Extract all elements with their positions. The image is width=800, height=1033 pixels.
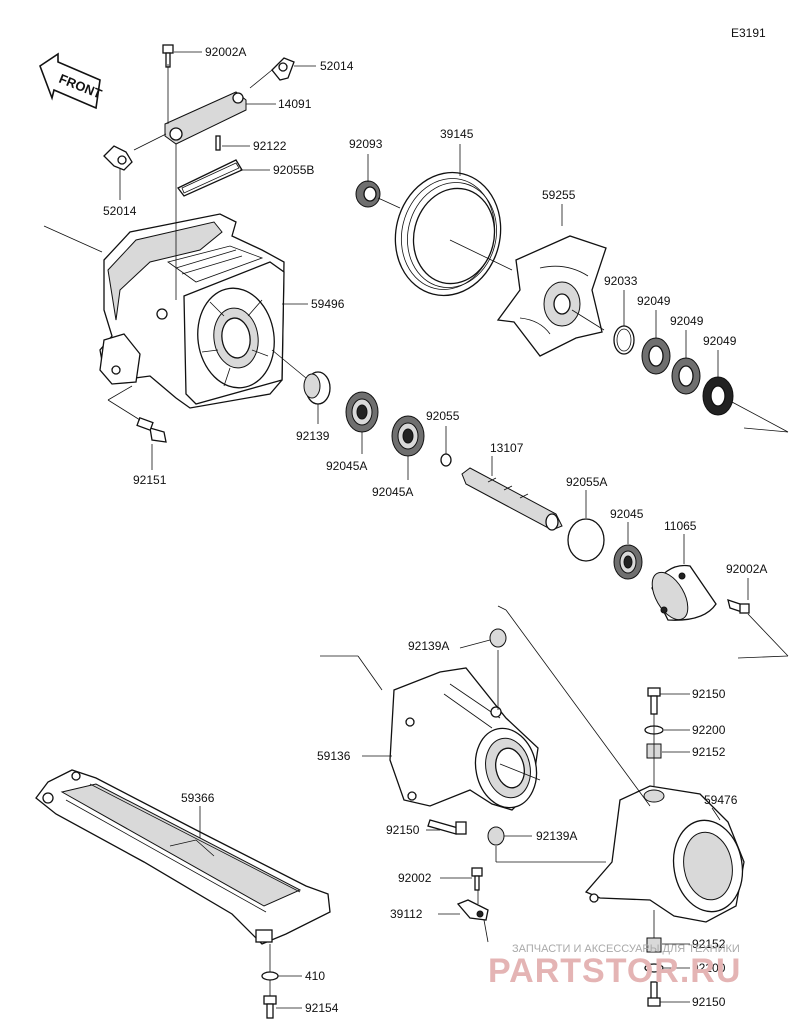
callout-92154: 92154: [305, 1001, 339, 1015]
bolt-92002-icon: [471, 867, 483, 891]
pump-housing: [99, 213, 285, 409]
callout-11065: 11065: [664, 519, 697, 533]
bearing-92045A-b-icon: [391, 415, 425, 457]
watermark-logo: PARTSTOR.RU: [488, 952, 741, 990]
callout-92055A: 92055A: [566, 475, 607, 489]
callout-92139A-top: 92139A: [408, 639, 449, 653]
manifold-body-icon: [164, 91, 247, 145]
diagram-id: E3191: [731, 26, 766, 40]
callout-92002: 92002: [398, 871, 432, 885]
callout-92049-a: 92049: [637, 294, 671, 308]
callout-39112: 39112: [390, 907, 423, 921]
pin-icon: [215, 135, 221, 151]
oring-92055-icon: [440, 453, 452, 467]
front-arrow-icon: FRONT: [39, 52, 104, 110]
manifold-group: [103, 44, 295, 197]
callout-59366: 59366: [181, 791, 215, 805]
callout-92055: 92055: [426, 409, 460, 423]
nozzle-59136: [389, 667, 539, 811]
callout-92122: 92122: [253, 139, 287, 153]
seal-92049-b-icon: [671, 357, 701, 395]
callout-59496: 59496: [311, 297, 345, 311]
callout-14091: 14091: [278, 97, 312, 111]
bolt-92150-bottom-icon: [647, 981, 661, 1007]
bolt-head-icon: [162, 44, 174, 54]
ride-plate-59366: [35, 769, 331, 945]
callout-59255: 59255: [542, 188, 576, 202]
bolt-92002A-right-icon: [727, 599, 750, 614]
callout-92002A-right: 92002A: [726, 562, 767, 576]
callout-labels: 92002A 52014 14091 92122 92055B 52014 59…: [103, 45, 767, 1015]
axis-lines: [43, 64, 789, 996]
callout-92200-bottom: 92200: [692, 961, 726, 975]
callout-92049-c: 92049: [703, 334, 737, 348]
lever-39112-icon: [456, 899, 489, 921]
liner-39145-icon: [394, 171, 502, 297]
bolt-92150-right-top-icon: [647, 687, 661, 715]
callout-92139A-bottom: 92139A: [536, 829, 577, 843]
callout-92150-bottom: 92150: [692, 995, 726, 1009]
callout-52014-left: 52014: [103, 204, 137, 218]
oring-92055A-icon: [567, 518, 605, 562]
circlip-92033-icon: [613, 325, 635, 355]
callout-410: 410: [305, 969, 325, 983]
callout-92002A-top: 92002A: [205, 45, 246, 59]
callout-92093: 92093: [349, 137, 383, 151]
washer-410-icon: [261, 971, 279, 981]
bolt-92150-mid-icon: [427, 819, 467, 835]
callout-92151: 92151: [133, 473, 167, 487]
callout-92049-b: 92049: [670, 314, 704, 328]
leader-lines: [119, 51, 749, 1009]
callout-92200-top: 92200: [692, 723, 726, 737]
seal-92093-icon: [355, 180, 381, 208]
callout-59136: 59136: [317, 749, 351, 763]
bearing-92045-icon: [613, 544, 643, 580]
callout-52014-top: 52014: [320, 59, 354, 73]
shaft-13107-icon: [461, 467, 563, 531]
bearing-92045A-a-icon: [345, 391, 379, 433]
watermark-line1: ЗАПЧАСТИ И АКСЕССУАРЫ ДЛЯ ТЕХНИКИ: [512, 943, 740, 955]
callout-92139: 92139: [296, 429, 330, 443]
callout-13107: 13107: [490, 441, 524, 455]
callout-92152-bottom: 92152: [692, 937, 726, 951]
cap-11065-icon: [651, 564, 717, 621]
bolt-92154-icon: [263, 995, 277, 1019]
callout-92033: 92033: [604, 274, 638, 288]
washer-92200-bottom-icon: [644, 963, 664, 973]
callout-92150-right-top: 92150: [692, 687, 726, 701]
seal-92049-a-icon: [641, 337, 671, 375]
collar-92139A-top-icon: [489, 628, 507, 648]
callout-92045A-a: 92045A: [326, 459, 367, 473]
callout-92152-top: 92152: [692, 745, 726, 759]
seal-92049-c-icon: [702, 376, 734, 416]
watermark: ЗАПЧАСТИ И АКСЕССУАРЫ ДЛЯ ТЕХНИКИ PARTST…: [488, 943, 741, 990]
callout-92150-mid: 92150: [386, 823, 420, 837]
callout-92045: 92045: [610, 507, 644, 521]
bolt-92151-icon: [136, 417, 167, 443]
callout-92055B: 92055B: [273, 163, 314, 177]
gasket-icon: [177, 159, 243, 197]
callout-39145: 39145: [440, 127, 474, 141]
collar-92139A-bottom-icon: [487, 826, 505, 846]
callout-59476: 59476: [704, 793, 738, 807]
steering-nozzle-59476: [584, 785, 745, 923]
bushing-92139-icon: [303, 371, 331, 405]
callout-92045A-b: 92045A: [372, 485, 413, 499]
impeller-59255-icon: [496, 235, 607, 357]
